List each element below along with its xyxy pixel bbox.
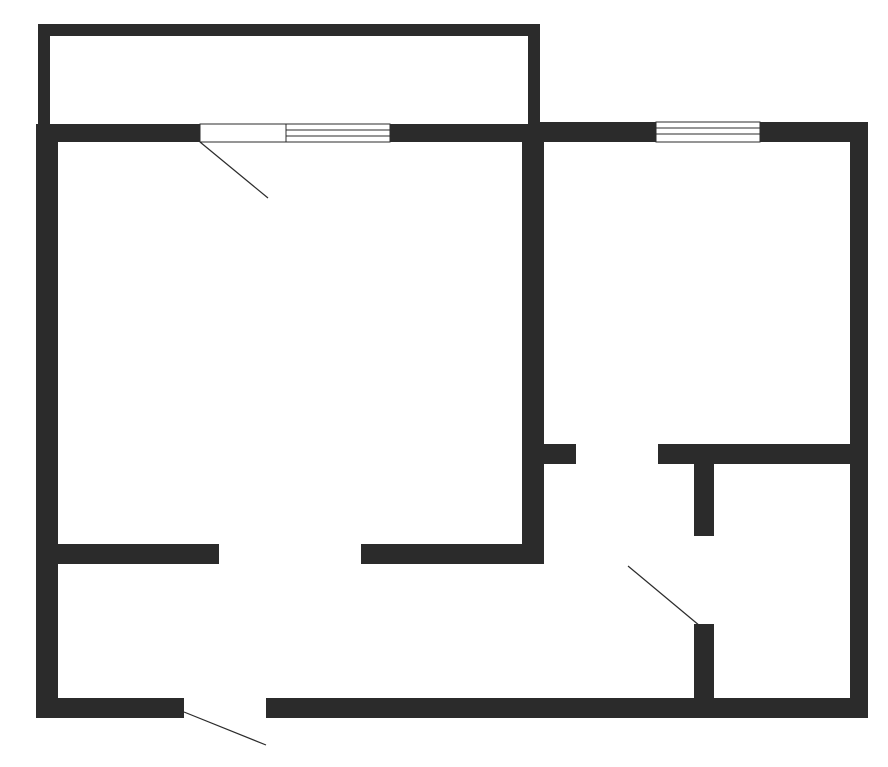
balcony-outline (38, 24, 540, 132)
entrance-door-swing (183, 711, 267, 746)
wall-middle-stub (522, 444, 576, 464)
balcony-door-swing (199, 141, 269, 199)
wall-outer-left (36, 124, 58, 718)
wall-left-room-bottom-b (361, 544, 544, 564)
wall-top-left-a (36, 124, 200, 142)
wall-top-left-b (390, 124, 542, 142)
wall-top-right-a (534, 122, 656, 142)
wall-bathroom-upper (694, 444, 714, 536)
right-room-window (655, 121, 761, 143)
wall-top-right-b (760, 122, 868, 142)
wall-left-room-bottom-a (36, 544, 219, 564)
wall-bottom-left (36, 698, 184, 718)
balcony-window (285, 123, 391, 143)
bathroom-door-swing (627, 565, 701, 627)
wall-middle-vertical (522, 124, 544, 564)
wall-bottom-right (266, 698, 868, 718)
wall-bathroom-lower (694, 624, 714, 718)
wall-right-room-bottom (658, 444, 868, 464)
balcony-door (199, 123, 287, 143)
wall-outer-right (850, 122, 868, 718)
